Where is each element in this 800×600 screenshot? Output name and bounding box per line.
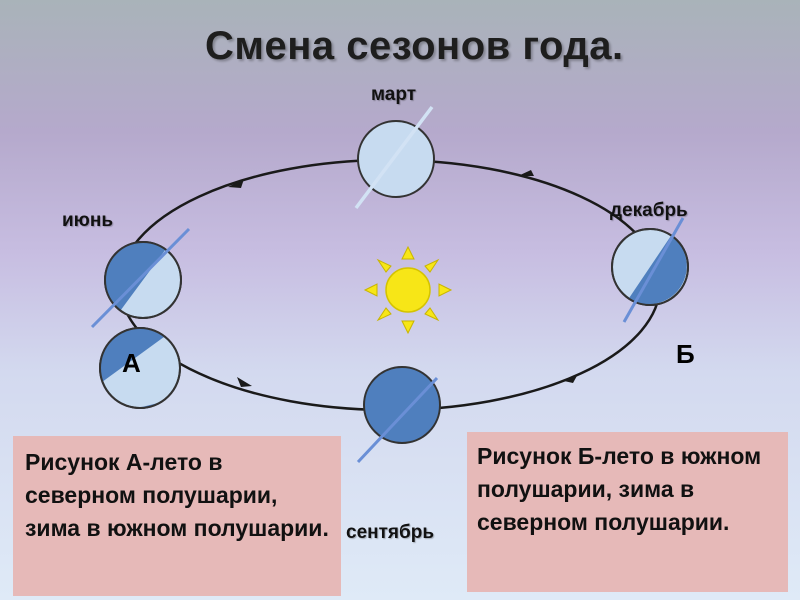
note-box-b: Рисунок Б-лето в южном полушарии, зима в… — [467, 432, 788, 592]
orbit-arrow — [564, 374, 578, 383]
sun-icon — [363, 245, 453, 335]
globe-a — [99, 327, 181, 409]
orbit-arrow — [237, 377, 252, 387]
globe-december — [611, 217, 689, 323]
orbit-arrow — [518, 170, 534, 176]
figure-label-a: А — [122, 348, 141, 378]
figure-label-b: Б — [676, 339, 695, 369]
orbit-arrow — [228, 179, 244, 188]
globe-september — [356, 366, 441, 464]
label-september: сентябрь — [346, 522, 435, 543]
globe-march — [354, 105, 435, 210]
label-march: март — [371, 84, 417, 105]
page-title: Смена сезонов года. — [205, 24, 624, 68]
globe-june — [90, 227, 191, 329]
note-box-a: Рисунок А-лето в северном полушарии, зим… — [13, 436, 341, 596]
label-june: июнь — [62, 210, 114, 231]
label-december: декабрь — [610, 200, 688, 221]
